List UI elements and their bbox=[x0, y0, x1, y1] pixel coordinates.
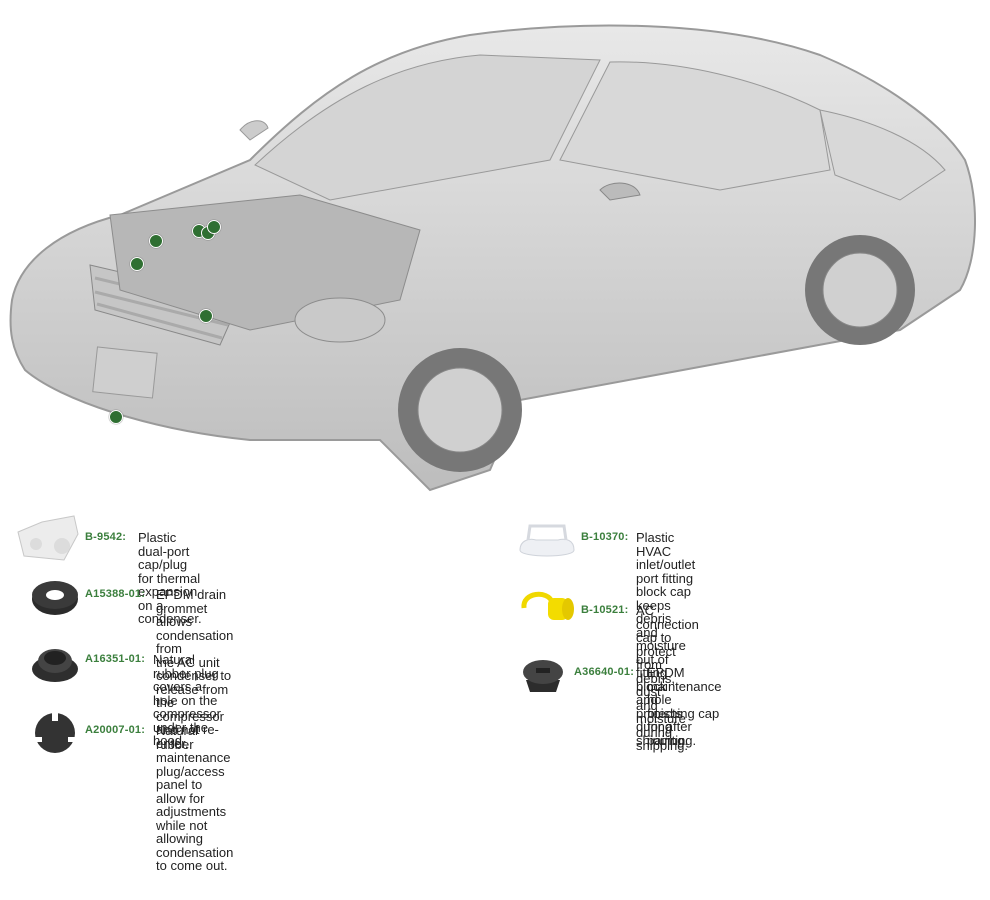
hotspot-4[interactable] bbox=[207, 220, 221, 234]
black-finishing-cap-icon bbox=[523, 660, 563, 692]
part-description: EPDM maintenance hole finishing cap for … bbox=[647, 665, 722, 748]
hotspot-5[interactable] bbox=[130, 257, 144, 271]
hotspot-7[interactable] bbox=[109, 410, 123, 424]
black-rubber-plug-icon bbox=[32, 649, 78, 682]
part-description: Natural rubber plug covers a hole on the… bbox=[153, 652, 221, 748]
part-code: A15388-01: bbox=[85, 588, 146, 600]
clear-fitting-block-cap-icon bbox=[519, 524, 575, 557]
part-description: AC connection cap to protect from debris… bbox=[636, 603, 699, 753]
part-code: A16351-01: bbox=[85, 653, 146, 665]
part-description: Plastic HVAC inlet/outlet port fitting b… bbox=[636, 530, 696, 748]
clear-dual-port-cap-icon bbox=[17, 515, 79, 561]
black-grommet-icon bbox=[32, 581, 78, 615]
part-code: A36640-01: bbox=[574, 666, 635, 678]
hotspot-6[interactable] bbox=[199, 309, 213, 323]
slotted-rubber-plug-icon bbox=[34, 713, 76, 753]
part-code: B-10521: bbox=[581, 604, 629, 616]
part-code: A20007-01: bbox=[85, 724, 146, 736]
yellow-connection-cap-icon bbox=[521, 591, 574, 620]
car-cutaway-illustration bbox=[9, 24, 976, 492]
part-description: Plastic dual-port cap/plug for thermal e… bbox=[138, 530, 202, 626]
part-code: B-10370: bbox=[581, 531, 629, 543]
part-description: EPDM drain grommet allows condensation f… bbox=[156, 587, 234, 751]
part-code: B-9542: bbox=[85, 531, 127, 543]
part-description: Natural rubber maintenance plug/access p… bbox=[156, 723, 234, 873]
hotspot-1[interactable] bbox=[149, 234, 163, 248]
